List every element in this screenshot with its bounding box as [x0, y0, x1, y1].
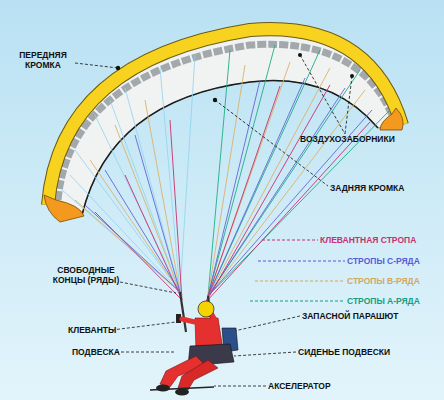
pilot-helmet	[198, 301, 214, 317]
wing-tip-right	[380, 108, 403, 130]
suspension-lines	[62, 55, 195, 292]
part-label: КЛЕВАНТНАЯ СТРОПА	[320, 235, 416, 245]
leader-dot	[213, 98, 217, 102]
brake-line-pointer	[262, 240, 318, 241]
part-label: ЗАПАСНОЙ ПАРАШЮТ	[302, 311, 398, 321]
part-label: СТРОПЫ С-РЯДА	[347, 256, 420, 266]
pilot-leg	[178, 360, 218, 390]
part-label: ВОЗДУХОЗАБОРНИКИ	[300, 134, 395, 144]
part-label: СИДЕНЬЕ ПОДВЕСКИ	[298, 347, 390, 357]
air-intakes	[58, 44, 394, 200]
a-row-pointer	[250, 301, 345, 302]
leader-lines	[75, 55, 352, 386]
wing-tip-left	[44, 195, 84, 222]
c-row-pointer	[258, 261, 345, 262]
leader-dots	[116, 53, 354, 102]
leader-dot	[116, 66, 120, 70]
part-label: ПЕРЕДНЯЯ КРОМКА	[14, 50, 72, 70]
part-label: СТРОПЫ А-РЯДА	[347, 296, 420, 306]
pilot-boot	[175, 389, 189, 396]
part-label: СВОБОДНЫЕ КОНЦЫ (РЯДЫ)	[50, 265, 122, 285]
leading-edge-outline	[48, 29, 402, 205]
speed-bar	[150, 387, 214, 390]
brake-lines	[95, 85, 370, 302]
pilot-boot	[156, 385, 170, 392]
part-label: ПОДВЕСКА	[72, 347, 120, 357]
leader-dot	[298, 53, 302, 57]
part-label: ЗАДНЯЯ КРОМКА	[330, 183, 404, 193]
b-row-pointer	[255, 281, 345, 282]
leading-edge	[48, 29, 402, 205]
trailing-edge	[82, 80, 378, 215]
leader-dot	[350, 74, 354, 78]
part-label: АКСЕЛЕРАТОР	[268, 381, 331, 391]
part-label: СТРОПЫ В-РЯДА	[347, 276, 420, 286]
part-label: КЛЕВАНТЫ	[68, 325, 116, 335]
